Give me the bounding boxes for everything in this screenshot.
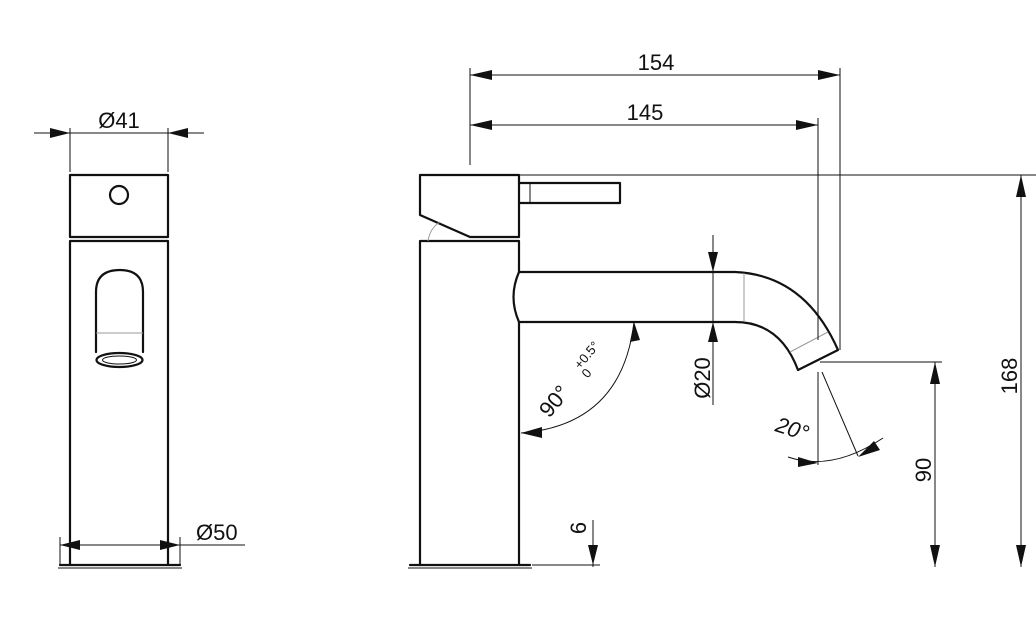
dim-168-label: 168 [997, 358, 1022, 395]
dim-front-base-label: Ø50 [196, 520, 238, 545]
dim-front-top: Ø41 [34, 108, 204, 172]
dim-6-label: 6 [566, 522, 591, 534]
side-view: 154 145 Ø20 168 [408, 50, 1036, 569]
front-body [68, 239, 170, 567]
front-handle-screw [108, 184, 130, 206]
dim-90: 90 [820, 361, 942, 567]
side-spout-join [512, 270, 521, 324]
dim-front-base: Ø50 [59, 520, 245, 564]
dim-spout-diameter-label: Ø20 [690, 357, 715, 399]
side-spout [517, 270, 840, 372]
side-lever [517, 181, 622, 205]
dim-90-label: 90 [911, 458, 936, 482]
dim-lever-angle: 90° +0.5° 0 [520, 321, 640, 438]
dim-145-label: 145 [627, 100, 664, 125]
front-spout-outlet [94, 268, 145, 354]
side-handle-underside [427, 221, 441, 242]
front-handle-block [68, 173, 170, 239]
side-body [418, 239, 521, 567]
dim-lever-angle-tol-upper: +0.5° [571, 338, 602, 371]
dim-outlet-angle: 20° [772, 371, 884, 467]
dim-outlet-angle-label: 20° [772, 412, 813, 446]
front-view: Ø41 Ø50 [34, 108, 245, 569]
dim-lever-angle-value: 90° [534, 380, 575, 422]
dim-154-label: 154 [638, 50, 675, 75]
dim-spout-diameter: Ø20 [690, 235, 718, 405]
dim-168: 168 [519, 174, 1036, 567]
dim-front-top-label: Ø41 [98, 108, 140, 133]
side-handle [418, 173, 521, 239]
dim-lever-angle-tol-lower: 0 [578, 366, 594, 381]
dim-6: 6 [532, 520, 600, 567]
dim-154: 154 [469, 50, 841, 350]
front-aerator-inner [102, 355, 137, 365]
dim-145: 145 [470, 100, 819, 340]
front-aerator [95, 351, 144, 369]
